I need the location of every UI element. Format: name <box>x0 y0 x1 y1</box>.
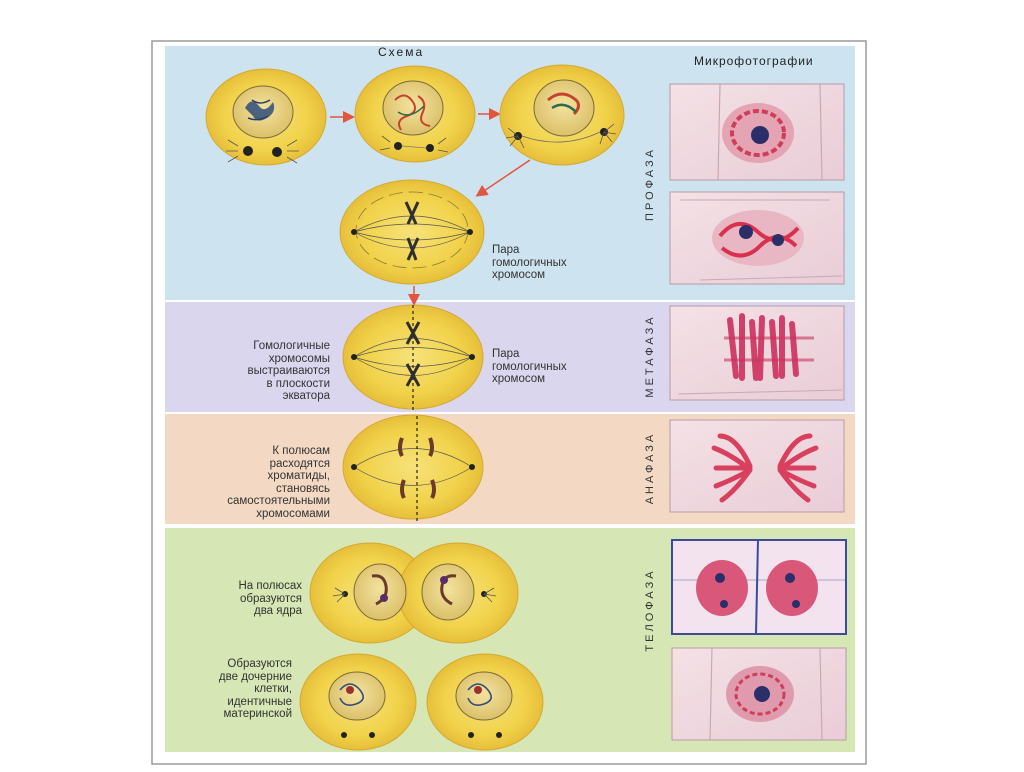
label-telophase-nuclei: На полюсах образуются два ядра <box>238 580 303 617</box>
metaphase-cell <box>342 304 484 410</box>
prophase-cell-4 <box>339 179 485 285</box>
label-pair-prophase: Пара гомологичных хромосом <box>492 244 567 281</box>
micrograph-prophase-2 <box>669 191 845 285</box>
label-pair-metaphase: Пара гомологичных хромосом <box>492 348 567 385</box>
micrograph-telophase <box>671 539 847 635</box>
outer-frame <box>151 40 867 765</box>
telophase-cell <box>309 542 519 644</box>
prophase-cell-2 <box>354 65 476 163</box>
micrograph-prophase-1 <box>669 83 845 181</box>
phase-label-anaphase: АНАФАЗА <box>644 431 656 505</box>
daughter-cell-right <box>426 653 544 751</box>
micrograph-metaphase <box>669 305 845 401</box>
phase-label-prophase: ПРОФАЗА <box>644 147 656 221</box>
micrograph-daughter <box>671 647 847 741</box>
micrograph-anaphase <box>669 419 845 513</box>
label-anaphase-text: К полюсам расходятся хроматиды, становяс… <box>227 445 330 520</box>
daughter-cell-left <box>299 653 417 751</box>
prophase-cell-3 <box>499 64 625 166</box>
label-homologous-line: Гомологичные хромосомы выстраиваются в п… <box>247 340 330 402</box>
micrographs-header: Микрофотографии <box>694 54 814 68</box>
label-daughter-cells: Образуются две дочерние клетки, идентичн… <box>218 658 292 720</box>
prophase-cell-1 <box>205 68 327 166</box>
anaphase-cell <box>342 414 484 522</box>
scheme-header: Схема <box>378 45 425 59</box>
phase-label-telophase: ТЕЛОФАЗА <box>644 568 656 652</box>
